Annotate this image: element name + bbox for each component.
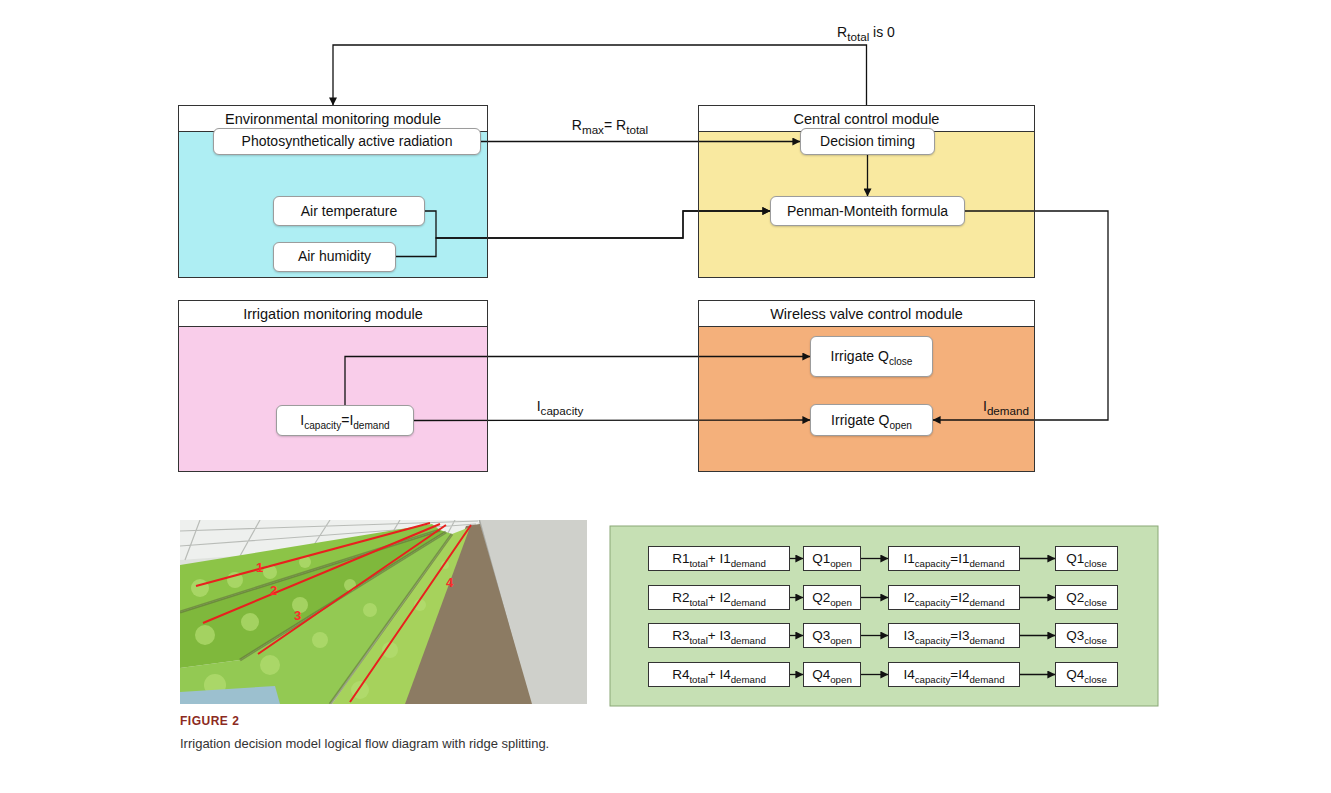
flow-arrow [790,558,803,559]
edge-label: Rmax= Rtotal [572,117,648,136]
seedling-tray [180,686,280,704]
step-box: R4total+ I4demand [648,662,790,687]
box-text: I1capacity=I1demand [903,551,1004,567]
callout-number: 1 [256,560,263,575]
module-frame: Irrigation monitoring moduleIcapacity=Id… [178,300,488,472]
flow-arrow [790,635,803,636]
module-frame: Environmental monitoring modulePhotosynt… [178,105,488,278]
edge-label: Icapacity [537,398,584,417]
flow-arrow [1020,558,1055,559]
process-box: Air humidity [273,242,396,272]
box-text: R4total+ I4demand [672,667,766,683]
step-box: R3total+ I3demand [648,623,790,648]
flow-arrow [861,635,888,636]
box-text: Photosynthetically active radiation [242,133,453,149]
process-box: Air temperature [273,196,425,226]
box-text: Irrigate Qopen [831,412,912,428]
module-title: Central control module [794,111,940,127]
callout-number: 4 [446,575,453,590]
process-box: Decision timing [800,128,935,155]
ridge-panel [610,526,1158,706]
process-box: Irrigate Qopen [810,404,933,436]
flow-arrow [333,45,867,105]
box-text: Q2close [1066,590,1107,606]
step-box: I3capacity=I3demand [888,623,1020,648]
box-text: Q3close [1066,628,1107,644]
flow-arrow [1020,597,1055,598]
box-text: R3total+ I3demand [672,628,766,644]
box-text: Q1open [812,551,852,567]
module-title: Environmental monitoring module [225,111,441,127]
process-box: Icapacity=Idemand [276,405,414,436]
box-text: R1total+ I1demand [672,551,766,567]
box-text: Decision timing [820,133,915,149]
box-text: Air temperature [301,203,397,219]
box-text: R2total+ I2demand [672,590,766,606]
process-box: Photosynthetically active radiation [213,128,481,155]
figure-number: FIGURE 2 [180,714,239,728]
step-box: Q2open [803,585,861,610]
box-text: Q1close [1066,551,1107,567]
flow-arrow [1020,635,1055,636]
edge-label: Idemand [983,398,1029,417]
module-title: Wireless valve control module [770,306,963,322]
flow-arrow [790,597,803,598]
box-text: Q3open [812,628,852,644]
process-box: Penman-Monteith formula [770,196,965,226]
lettuce-row [332,527,470,704]
flow-arrow [425,211,770,238]
flow-arrow [790,674,803,675]
step-box: Q4open [803,662,861,687]
callout-number: 3 [294,608,301,623]
module-title: Irrigation monitoring module [243,306,423,322]
step-box: Q1close [1055,546,1118,571]
flow-arrow [345,357,810,406]
callout-number: 2 [270,583,277,598]
step-box: Q1open [803,546,861,571]
step-box: Q4close [1055,662,1118,687]
process-box: Irrigate Qclose [810,336,933,377]
box-text: I4capacity=I4demand [903,667,1004,683]
box-text: Irrigate Qclose [831,348,913,364]
box-text: I2capacity=I2demand [903,590,1004,606]
step-box: I1capacity=I1demand [888,546,1020,571]
module-body [179,326,487,471]
figure-caption: Irrigation decision model logical flow d… [180,736,549,751]
module-header: Irrigation monitoring module [179,301,487,327]
step-box: Q3close [1055,623,1118,648]
flow-arrow [414,419,810,421]
ridge-line [196,523,471,702]
module-frame: Central control moduleDecision timingPen… [698,105,1035,278]
edge-label: Rtotal is 0 [837,24,895,43]
flow-arrow [861,558,888,559]
flow-arrow [861,674,888,675]
step-box: R2total+ I2demand [648,585,790,610]
module-frame: Wireless valve control moduleIrrigate Qc… [698,300,1035,472]
flow-arrow [867,155,868,196]
flow-arrow [1020,674,1055,675]
box-text: I3capacity=I3demand [903,628,1004,644]
box-text: Air humidity [298,248,371,264]
flow-arrow [396,211,770,257]
box-text: Icapacity=Idemand [300,412,389,428]
module-header: Wireless valve control module [699,301,1034,327]
flow-arrow [481,141,800,142]
box-text: Penman-Monteith formula [787,203,948,219]
box-text: Q4open [812,667,852,683]
step-box: I4capacity=I4demand [888,662,1020,687]
flow-arrow [861,597,888,598]
step-box: I2capacity=I2demand [888,585,1020,610]
row-furrow [180,530,452,704]
box-text: Q2open [812,590,852,606]
step-box: Q2close [1055,585,1118,610]
step-box: Q3open [803,623,861,648]
box-text: Q4close [1066,667,1107,683]
step-box: R1total+ I1demand [648,546,790,571]
